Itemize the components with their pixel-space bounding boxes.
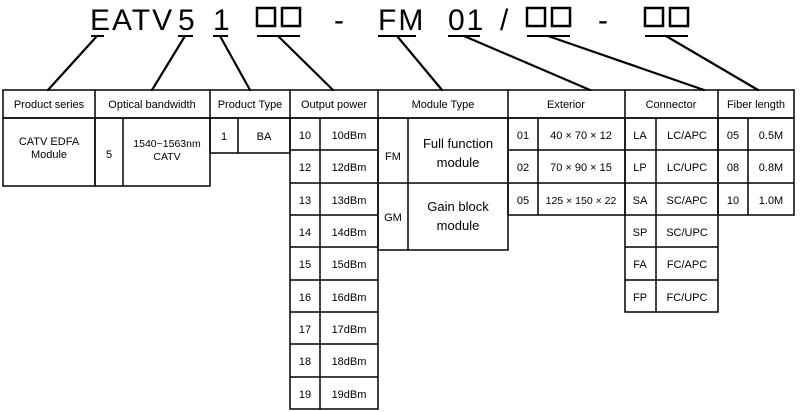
fiber-text: 0.8M — [759, 162, 783, 174]
header-module-type: Module Type — [412, 99, 475, 111]
power-code: 14 — [299, 227, 311, 239]
connector-text: LC/APC — [667, 130, 707, 142]
module-code: FM — [385, 151, 401, 163]
code-module: FM — [378, 4, 425, 37]
code-connector-placeholder — [525, 6, 572, 37]
code-power-placeholder — [255, 6, 302, 37]
power-code: 18 — [299, 356, 311, 368]
code-fiber-placeholder — [643, 6, 690, 37]
power-text: 13dBm — [332, 195, 367, 207]
connector-code: SA — [633, 195, 648, 207]
code-dash-2: - — [598, 4, 610, 37]
power-code: 15 — [299, 259, 311, 271]
connector-lines — [46, 34, 760, 92]
power-code: 19 — [299, 389, 311, 401]
header-optical-bandwidth: Optical bandwidth — [108, 99, 195, 111]
power-code: 13 — [299, 195, 311, 207]
power-text: 19dBm — [332, 389, 367, 401]
exterior-code: 01 — [517, 130, 529, 142]
module-text: Gain block module — [427, 199, 489, 233]
power-text: 14dBm — [332, 227, 367, 239]
line-series — [46, 34, 99, 92]
header-output-power: Output power — [301, 99, 367, 111]
connector-text: SC/APC — [667, 195, 708, 207]
fiber-code: 10 — [727, 195, 739, 207]
exterior-code: 05 — [517, 195, 529, 207]
connector-text: LC/UPC — [667, 162, 707, 174]
power-text: 18dBm — [332, 356, 367, 368]
code-dash-1: - — [334, 4, 346, 37]
module-code: GM — [384, 212, 402, 224]
part-number-code: EATV 5 1 - FM 01 / - — [90, 4, 690, 37]
header-connector: Connector — [646, 99, 697, 111]
power-code: 17 — [299, 324, 311, 336]
power-text: 10dBm — [332, 130, 367, 142]
bandwidth-text: 1540~1563nm CATV — [133, 138, 201, 163]
connector-text: FC/APC — [667, 259, 707, 271]
series-text: CATV EDFA Module — [18, 136, 80, 161]
bandwidth-code: 5 — [106, 149, 112, 161]
code-slash: / — [500, 4, 510, 37]
line-fiber — [664, 34, 760, 92]
connector-text: SC/UPC — [666, 227, 708, 239]
spec-table — [2, 89, 795, 410]
code-series: EATV — [90, 4, 174, 37]
code-bandwidth: 5 — [178, 4, 197, 37]
line-module — [395, 34, 444, 92]
fiber-text: 0.5M — [759, 130, 783, 142]
header-fiber-length: Fiber length — [727, 99, 785, 111]
connector-code: FP — [633, 292, 647, 304]
connector-code: FA — [633, 259, 647, 271]
power-code: 16 — [299, 292, 311, 304]
exterior-text: 125 × 150 × 22 — [546, 195, 617, 207]
module-text: Full function module — [422, 136, 494, 170]
cell-module-fm: Full function module — [422, 136, 494, 170]
cell-module-gm: Gain block module — [427, 199, 489, 233]
cell-bandwidth-desc: 1540~1563nm CATV — [133, 138, 201, 163]
connector-code: LA — [633, 130, 647, 142]
power-text: 17dBm — [332, 324, 367, 336]
power-text: 16dBm — [332, 292, 367, 304]
power-text: 12dBm — [332, 162, 367, 174]
power-code: 10 — [299, 130, 311, 142]
connector-code: LP — [633, 162, 646, 174]
header-exterior: Exterior — [547, 99, 585, 111]
type-text: BA — [257, 131, 272, 143]
fiber-code: 05 — [727, 130, 739, 142]
power-code: 12 — [299, 162, 311, 174]
line-power — [276, 34, 335, 92]
line-type — [218, 34, 252, 92]
header-product-series: Product series — [14, 99, 85, 111]
exterior-code: 02 — [517, 162, 529, 174]
code-exterior: 01 — [448, 4, 485, 37]
type-code: 1 — [221, 131, 227, 143]
connector-text: FC/UPC — [667, 292, 708, 304]
fiber-text: 1.0M — [759, 195, 783, 207]
line-connector — [546, 34, 706, 92]
cell-product-series: CATV EDFA Module — [18, 136, 80, 161]
power-text: 15dBm — [332, 259, 367, 271]
fiber-code: 08 — [727, 162, 739, 174]
exterior-text: 70 × 90 × 15 — [550, 162, 612, 174]
exterior-text: 40 × 70 × 12 — [550, 130, 612, 142]
header-product-type: Product Type — [218, 99, 283, 111]
line-bandwidth — [150, 34, 187, 92]
connector-code: SP — [633, 227, 648, 239]
line-exterior — [462, 34, 592, 92]
code-type: 1 — [213, 4, 232, 37]
